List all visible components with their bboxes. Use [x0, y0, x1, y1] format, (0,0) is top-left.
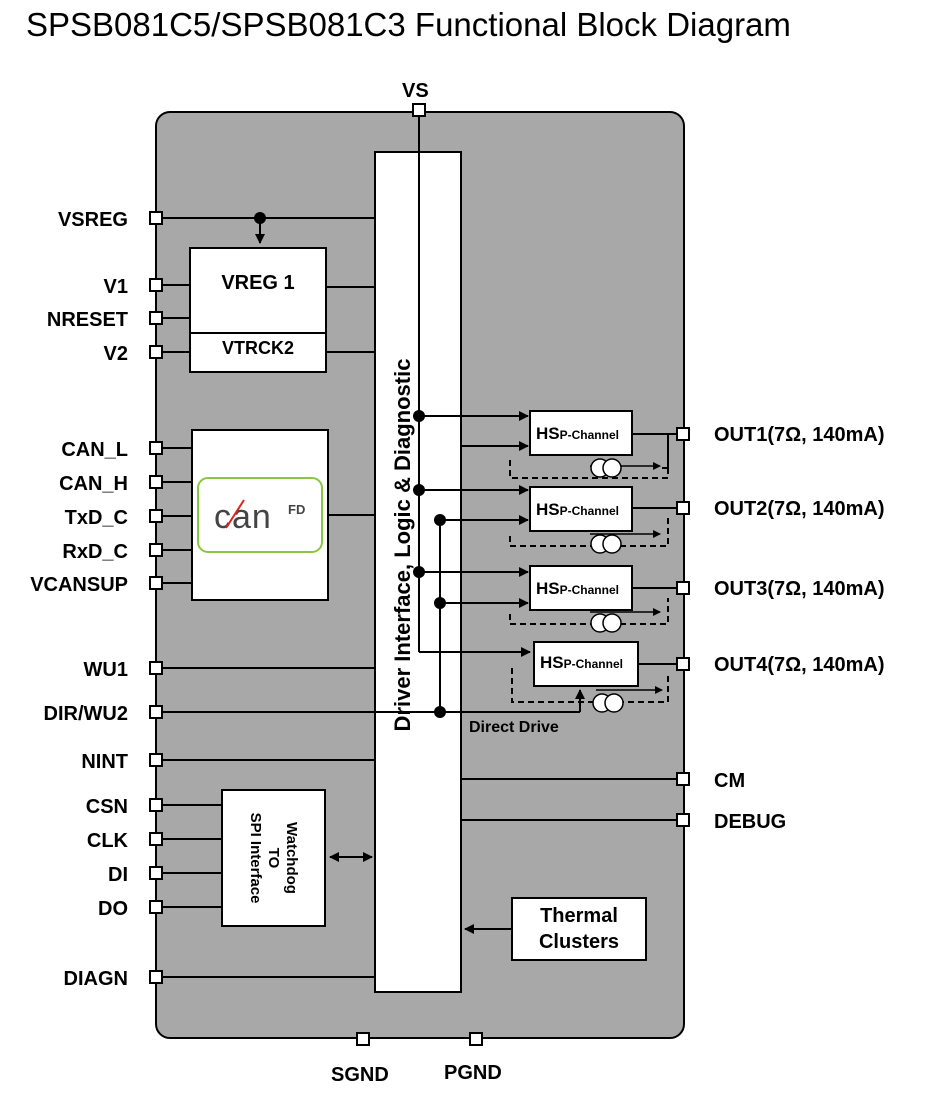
pin-dir-wu2-label: DIR/WU2 [44, 703, 128, 725]
pin-v2 [149, 345, 163, 359]
hs-channel-1 [529, 410, 633, 456]
pin-out1-label: OUT1(7Ω, 140mA) [714, 424, 885, 446]
diagram-title: SPSB081C5/SPSB081C3 Functional Block Dia… [26, 6, 791, 43]
pin-v2-label: V2 [104, 343, 128, 365]
vreg1-label: VREG 1 [221, 272, 294, 294]
can-fd-logo [197, 477, 323, 553]
vreg1-block [189, 247, 327, 373]
spi-label-line3: Watchdog [283, 822, 300, 894]
pin-can-h-label: CAN_H [59, 473, 128, 495]
pin-txd-c-label: TxD_C [65, 507, 128, 529]
pin-vcansup-label: VCANSUP [30, 574, 128, 596]
pin-can-l-label: CAN_L [61, 439, 128, 461]
hs-channel-1-label: HSP-Channel [536, 424, 619, 443]
pin-out2-label: OUT2(7Ω, 140mA) [714, 498, 885, 520]
pin-rxd-c [149, 543, 163, 557]
pin-rxd-c-label: RxD_C [62, 541, 128, 563]
pin-pgnd [469, 1032, 483, 1046]
pin-csn [149, 798, 163, 812]
thermal-label-line2: Clusters [539, 931, 619, 953]
pin-txd-c [149, 509, 163, 523]
pin-can-h [149, 475, 163, 489]
pin-diagn [149, 970, 163, 984]
pin-clk [149, 832, 163, 846]
pin-v1 [149, 278, 163, 292]
pin-nreset-label: NRESET [47, 309, 128, 331]
pin-nint-label: NINT [81, 751, 128, 773]
pin-di [149, 866, 163, 880]
pin-debug-label: DEBUG [714, 811, 786, 833]
pin-diagn-label: DIAGN [64, 968, 128, 990]
driver-logic-label: Driver Interface, Logic & Diagnostic [390, 359, 415, 732]
hs-channel-3 [529, 565, 633, 611]
pin-v1-label: V1 [104, 276, 128, 298]
pin-vcansup [149, 576, 163, 590]
can-logo-text: can [214, 498, 272, 536]
pin-vs [412, 103, 426, 117]
pin-sgnd-label: SGND [331, 1064, 389, 1086]
spi-label-line1: SPI Interface [247, 813, 264, 904]
pin-cm-label: CM [714, 770, 745, 792]
pin-vs-label: VS [402, 80, 429, 102]
pin-out4 [676, 657, 690, 671]
pin-cm [676, 772, 690, 786]
pin-clk-label: CLK [87, 830, 129, 852]
hs-channel-3-label: HSP-Channel [536, 579, 619, 598]
hs-channel-4-label: HSP-Channel [540, 653, 623, 672]
pin-nint [149, 753, 163, 767]
pin-wu1-label: WU1 [84, 659, 128, 681]
direct-drive-label: Direct Drive [469, 719, 559, 736]
pin-vsreg [149, 211, 163, 225]
pin-out4-label: OUT4(7Ω, 140mA) [714, 654, 885, 676]
pin-can-l [149, 441, 163, 455]
pin-out2 [676, 501, 690, 515]
thermal-label-line1: Thermal [540, 905, 618, 927]
pin-do [149, 900, 163, 914]
hs-channel-2 [529, 486, 633, 532]
pin-dir-wu2 [149, 705, 163, 719]
pin-wu1 [149, 661, 163, 675]
pin-csn-label: CSN [86, 796, 128, 818]
pin-out1 [676, 427, 690, 441]
pin-do-label: DO [98, 898, 128, 920]
pin-pgnd-label: PGND [444, 1062, 502, 1084]
pin-vsreg-label: VSREG [58, 209, 128, 231]
hs-channel-2-label: HSP-Channel [536, 500, 619, 519]
pin-nreset [149, 311, 163, 325]
pin-out3 [676, 581, 690, 595]
thermal-clusters-block [511, 897, 647, 961]
vtrck2-label: VTRCK2 [222, 338, 294, 358]
pin-debug [676, 813, 690, 827]
spi-label-line2: TO [265, 848, 282, 869]
can-logo-fd: FD [288, 502, 305, 517]
spi-watchdog-block [221, 789, 326, 927]
pin-sgnd [356, 1032, 370, 1046]
pin-di-label: DI [108, 864, 128, 886]
pin-out3-label: OUT3(7Ω, 140mA) [714, 578, 885, 600]
